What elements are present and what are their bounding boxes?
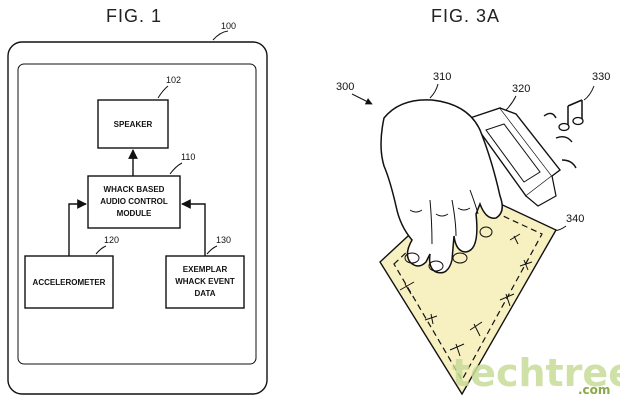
device-screen (17, 63, 257, 365)
accelerometer-label: ACCELEROMETER (33, 278, 106, 287)
fig1-title: FIG. 1 (106, 6, 162, 26)
ref-120: 120 (104, 235, 119, 245)
ref-340: 340 (566, 213, 584, 225)
leader-330 (583, 85, 595, 101)
music-note-icon (558, 99, 584, 132)
arrow-from-accelerometer (68, 199, 87, 256)
exemplar-line-3: DATA (194, 289, 215, 298)
fig1-device: 100 (7, 21, 268, 395)
speaker-device-drawing (468, 107, 561, 207)
ref-300: 300 (336, 81, 354, 93)
control-line-3: MODULE (117, 209, 152, 218)
speaker-box: SPEAKER 102 (97, 75, 181, 149)
exemplar-line-1: EXEMPLAR (183, 265, 228, 274)
ref-100: 100 (221, 21, 236, 31)
control-module-box: WHACK BASED AUDIO CONTROL MODULE 110 (87, 152, 195, 229)
watermark-suffix: .com (578, 383, 610, 397)
fig3a-title: FIG. 3A (431, 6, 500, 26)
exemplar-line-2: WHACK EVENT (175, 277, 235, 286)
control-line-1: WHACK BASED (104, 185, 165, 194)
leader-120 (95, 245, 107, 255)
device-outer-frame (7, 41, 268, 395)
ref-130: 130 (216, 235, 231, 245)
ref-330: 330 (592, 71, 610, 83)
ref-102: 102 (166, 75, 181, 85)
leader-130 (206, 245, 218, 255)
ref-110: 110 (181, 152, 195, 162)
techtree-watermark: techtree .com (452, 351, 620, 397)
leader-100 (212, 30, 229, 41)
control-line-2: AUDIO CONTROL (100, 197, 168, 206)
speaker-label: SPEAKER (114, 120, 153, 129)
ref-310: 310 (433, 71, 451, 83)
ref-320: 320 (512, 83, 530, 95)
leader-320 (505, 95, 517, 111)
arrow-from-exemplar (181, 199, 206, 256)
leader-310 (429, 83, 439, 99)
accelerometer-box: ACCELEROMETER 120 (24, 235, 119, 309)
fig1-connectors (68, 149, 206, 256)
leader-110 (169, 162, 183, 175)
hand-drawing (380, 99, 503, 274)
leader-102 (157, 85, 169, 99)
watermark-brand: techtree (452, 351, 620, 395)
sound-waves (543, 112, 577, 169)
leader-300 (351, 93, 373, 105)
